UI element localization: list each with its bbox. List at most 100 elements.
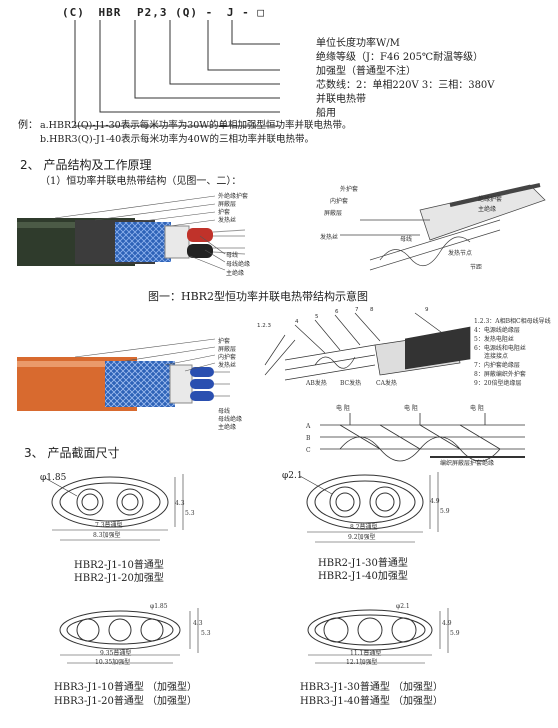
diagram-label: 发热丝 bbox=[320, 234, 339, 241]
code-part: (C) bbox=[62, 6, 85, 19]
phase-label: C bbox=[306, 447, 311, 454]
abc-label: AB发热 bbox=[306, 380, 327, 387]
code-part: P2,3 bbox=[137, 6, 168, 19]
svg-text:7: 7 bbox=[355, 307, 359, 313]
legend2-line: 4：电源线绝缘层 bbox=[474, 327, 520, 334]
cable-label: 母线绝缘 bbox=[226, 261, 251, 268]
section-caption: HBR3-J1-40普通型 （加强型） bbox=[300, 696, 443, 707]
dim-h1: 4.9 bbox=[430, 498, 440, 505]
code-part: □ bbox=[257, 6, 265, 19]
legend-line: 绝缘等级（J：F46 205℃耐温等级） bbox=[316, 52, 484, 63]
dim-h2: 5.9 bbox=[440, 508, 450, 515]
legend-line: 单位长度功率W/M bbox=[316, 38, 400, 49]
section-caption: HBR3-J1-30普通型 （加强型） bbox=[300, 682, 443, 693]
diagram-label: 母线 bbox=[400, 236, 413, 243]
example-b: b.HBR3(Q)-J1-40表示每米功率为40W的三相功率并联电热带。 bbox=[40, 134, 314, 145]
legend2-line: 连接接点 bbox=[484, 353, 509, 360]
resist-label: 电 阻 bbox=[404, 405, 418, 412]
legend2-line: 6：电源线和电阻丝 bbox=[474, 345, 526, 352]
section-caption: HBR3-J1-20普通型 （加强型） bbox=[54, 696, 197, 707]
cable-label: 内护套 bbox=[218, 354, 237, 361]
section-caption: HBR2-J1-40加强型 bbox=[318, 571, 408, 582]
code-part: J bbox=[226, 6, 235, 19]
code-part: - bbox=[242, 6, 250, 19]
cable-label: 母线绝缘 bbox=[218, 416, 243, 423]
example-prefix: 例： bbox=[18, 120, 38, 131]
legend2-line: 9：20倍型绝缘层 bbox=[474, 380, 522, 387]
legend-line: 船用 bbox=[316, 108, 336, 119]
cable-label: 发热丝 bbox=[218, 362, 237, 369]
dim-outer: 9.2加强型 bbox=[348, 534, 376, 541]
cable-label: 屏蔽层 bbox=[218, 201, 237, 208]
diagram-label: 主绝缘 bbox=[478, 206, 497, 213]
cable-label: 母线 bbox=[226, 252, 239, 259]
legend2-line: 7：内护套绝缘层 bbox=[474, 362, 520, 369]
dim-outer: 8.3加强型 bbox=[93, 532, 121, 539]
cable-label: 母线 bbox=[218, 408, 231, 415]
cable-figure-3core bbox=[17, 338, 230, 411]
diagram-label: 内护套 bbox=[330, 198, 349, 205]
legend-line: 芯数线：2：单相220V 3：三相：380V bbox=[316, 80, 495, 91]
cable-label: 发热丝 bbox=[218, 217, 237, 224]
legend-line: 并联电热带 bbox=[316, 94, 366, 105]
resist-label: 电 阻 bbox=[470, 405, 484, 412]
legend2-line: 8：屏蔽编织外护套 bbox=[474, 371, 526, 378]
legend2-line: 1.2.3：A相B相C相母线导线 bbox=[474, 318, 551, 325]
cable-label: 护套 bbox=[218, 209, 231, 216]
bottom-label: 编织屏蔽层护套绝缘 bbox=[440, 460, 495, 467]
cross-section-2 bbox=[299, 472, 439, 543]
diagram-label: 外护套 bbox=[340, 186, 359, 193]
code-part: (Q) bbox=[175, 6, 198, 19]
section2-subtitle: （1）恒功率并联电热带结构（见图一、二）： bbox=[40, 176, 242, 187]
svg-text:5: 5 bbox=[315, 314, 319, 320]
cross-section-3 bbox=[59, 608, 199, 664]
figure1-caption: 图一：HBR2型恒功率并联电热带结构示意图 bbox=[148, 290, 368, 303]
diagram-label: 屏蔽层 bbox=[324, 210, 343, 217]
dim-diameter: φ1.85 bbox=[150, 603, 168, 610]
cable-figure-2core bbox=[17, 195, 246, 271]
cable-label: 主绝缘 bbox=[218, 424, 237, 431]
cable-label: 护套 bbox=[218, 338, 231, 345]
section2-title: 2、 产品结构及工作原理 bbox=[20, 158, 152, 172]
svg-text:1.2.3: 1.2.3 bbox=[257, 323, 271, 329]
phase-label: A bbox=[306, 423, 311, 430]
model-code-brackets bbox=[74, 20, 280, 127]
dim-inner: 9.35普通型 bbox=[100, 650, 132, 657]
diagram-label: 绝缘护套 bbox=[478, 196, 503, 203]
circuit-diagram bbox=[320, 413, 525, 462]
cable-label: 主绝缘 bbox=[226, 270, 245, 277]
svg-text:8: 8 bbox=[370, 307, 374, 313]
section-caption: HBR2-J1-30普通型 bbox=[318, 558, 408, 569]
dim-diameter: φ1.85 bbox=[40, 473, 67, 483]
dim-inner: 11.1普通型 bbox=[350, 650, 382, 657]
legend-line: 加强型（普通型不注） bbox=[316, 66, 416, 77]
svg-text:6: 6 bbox=[335, 309, 339, 315]
svg-text:4: 4 bbox=[295, 319, 299, 325]
dim-h2: 5.3 bbox=[185, 510, 195, 517]
section3-title: 3、 产品截面尺寸 bbox=[24, 446, 120, 460]
cable-label: 外绝缘护套 bbox=[218, 193, 249, 200]
dim-outer: 10.35加强型 bbox=[95, 659, 131, 666]
dim-h1: 4.9 bbox=[442, 620, 452, 627]
dim-inner: 8.2普通型 bbox=[350, 524, 378, 531]
dim-h2: 5.3 bbox=[201, 630, 211, 637]
abc-label: BC发热 bbox=[340, 380, 362, 387]
resist-label: 电 阻 bbox=[336, 405, 350, 412]
diagram-label: 发热节点 bbox=[448, 250, 473, 257]
code-part: HBR bbox=[98, 6, 122, 19]
cross-section-1 bbox=[44, 474, 184, 541]
heating-tape-diagram-1 bbox=[340, 183, 546, 271]
dim-h2: 5.9 bbox=[450, 630, 460, 637]
dim-diameter: φ2.1 bbox=[282, 471, 303, 481]
example-a: a.HBR2(Q)-J1-30表示每米功率为30W的单相加强型恒功率并联电热带。 bbox=[40, 120, 352, 131]
cross-section-4 bbox=[307, 608, 449, 664]
diagram-label: 节距 bbox=[470, 264, 483, 271]
model-code: (C) HBR P2,3 (Q) - J - □ bbox=[62, 6, 265, 19]
section-caption: HBR2-J1-10普通型 bbox=[74, 560, 164, 571]
dim-h1: 4.3 bbox=[193, 620, 203, 627]
dim-outer: 12.1加强型 bbox=[346, 659, 378, 666]
dim-inner: 7.3普通型 bbox=[95, 522, 123, 529]
section-caption: HBR2-J1-20加强型 bbox=[74, 573, 164, 584]
section-caption: HBR3-J1-10普通型 （加强型） bbox=[54, 682, 197, 693]
